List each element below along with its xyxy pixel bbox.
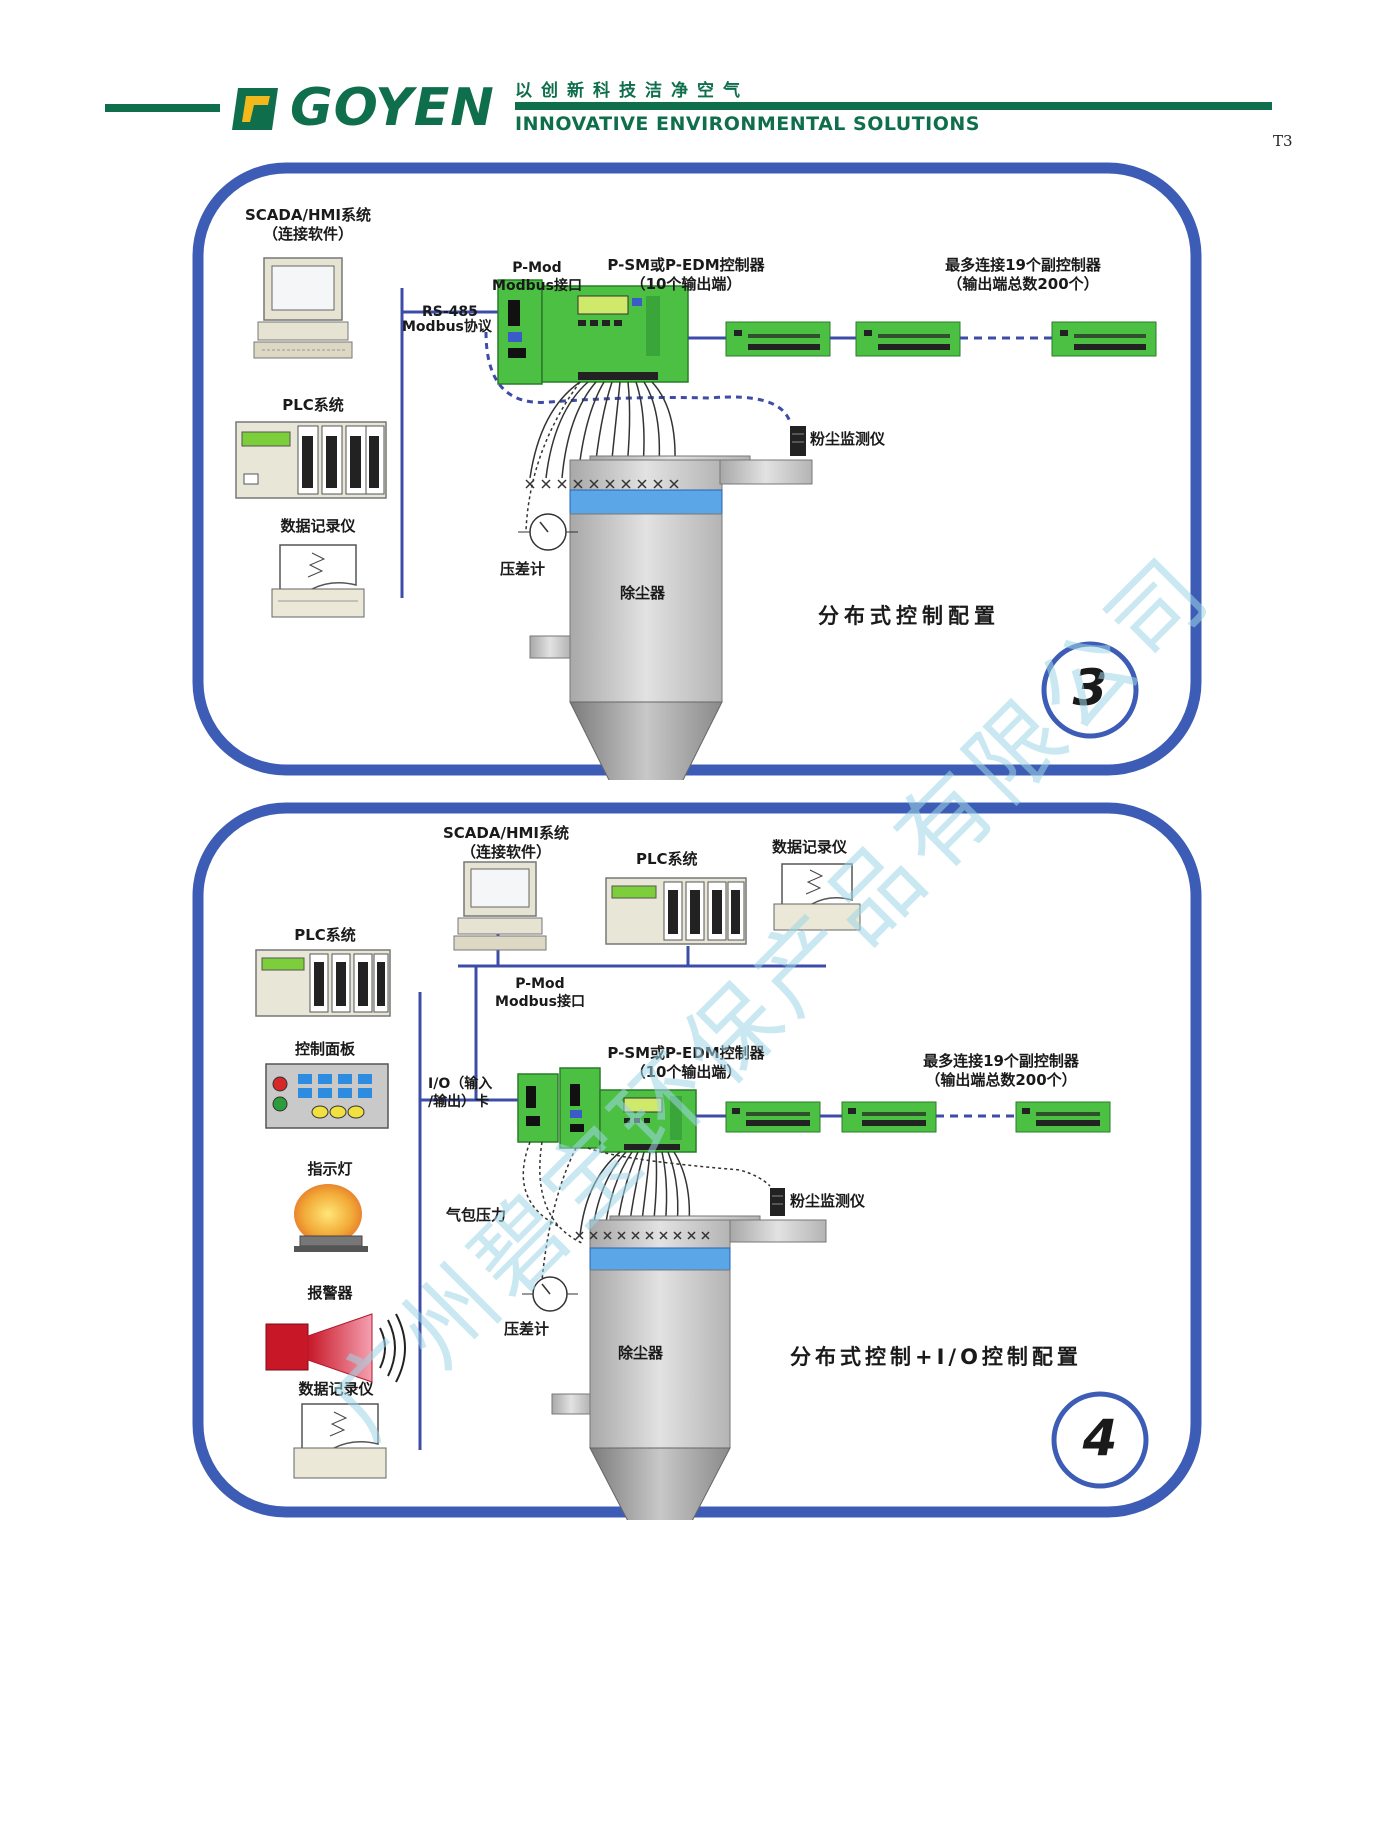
dp-gauge-label: 压差计 bbox=[504, 1320, 550, 1338]
dp-gauge-icon bbox=[522, 1276, 578, 1312]
recorder-top-label: 数据记录仪 bbox=[772, 838, 848, 856]
header-rule-left bbox=[105, 104, 220, 112]
slave-controller-icon bbox=[855, 321, 961, 357]
dust-monitor-icon bbox=[770, 1188, 785, 1216]
data-recorder-icon bbox=[271, 544, 365, 618]
diagram-4-badge bbox=[1051, 1391, 1149, 1489]
plc-top-label: PLC系统 bbox=[636, 850, 698, 868]
page-code: T3 bbox=[1273, 132, 1293, 150]
brand-name: GOYEN bbox=[290, 78, 495, 138]
dust-collector-icon bbox=[525, 455, 813, 780]
plc-left-label: PLC系统 bbox=[294, 926, 356, 944]
computer-icon bbox=[453, 861, 547, 951]
dust-monitor-label: 粉尘监测仪 bbox=[790, 1192, 866, 1210]
diagram-4-title: 分布式控制+I/O控制配置 bbox=[790, 1345, 1082, 1369]
indicator-label: 指示灯 bbox=[307, 1160, 353, 1178]
diagram-3-title: 分布式控制配置 bbox=[818, 604, 1000, 628]
slave-controller-icon bbox=[1015, 1101, 1111, 1133]
dp-gauge-label: 压差计 bbox=[500, 560, 546, 578]
computer-icon bbox=[253, 257, 353, 359]
recorder-label: 数据记录仪 bbox=[280, 517, 356, 535]
plc-rack-icon bbox=[255, 949, 391, 1017]
diagram-3-badge bbox=[1041, 641, 1139, 739]
p-mod-interface-icon bbox=[497, 279, 543, 385]
dust-monitor-icon bbox=[790, 426, 806, 456]
diagram-4-number: 4 bbox=[1082, 1409, 1118, 1467]
slave-controller-icon bbox=[841, 1101, 937, 1133]
scada-label: SCADA/HMI系统（连接软件） bbox=[442, 824, 570, 861]
slave-controllers-label: 最多连接19个副控制器（输出端总数200个） bbox=[923, 1052, 1079, 1089]
header-rule-right bbox=[515, 102, 1272, 110]
alarm-horn-icon bbox=[265, 1313, 406, 1383]
collector-label: 除尘器 bbox=[620, 584, 666, 602]
slogan-english: INNOVATIVE ENVIRONMENTAL SOLUTIONS bbox=[515, 113, 980, 135]
controller-label: P-SM或P-EDM控制器（10个输出端） bbox=[607, 1044, 765, 1081]
control-panel-label: 控制面板 bbox=[294, 1040, 355, 1058]
collector-label: 除尘器 bbox=[618, 1344, 664, 1362]
goyen-logo-mark bbox=[232, 88, 278, 130]
plc-rack-icon bbox=[605, 877, 747, 945]
main-controller-icon bbox=[541, 285, 689, 383]
diagram-4: SCADA/HMI系统（连接软件） PLC系统 数据记录仪 PLC系统 控制面板… bbox=[190, 800, 1205, 1520]
slogan-chinese: 以创新科技洁净空气 bbox=[515, 81, 749, 101]
indicator-lamp-icon bbox=[294, 1184, 368, 1252]
p-mod-interface-icon bbox=[559, 1067, 601, 1149]
io-card-label: I/O（输入/输出）卡 bbox=[428, 1076, 493, 1110]
scada-label: SCADA/HMI系统（连接软件） bbox=[244, 206, 372, 243]
controller-label: P-SM或P-EDM控制器（10个输出端） bbox=[607, 256, 765, 293]
slave-controller-icon bbox=[1051, 321, 1157, 357]
plc-label: PLC系统 bbox=[282, 396, 344, 414]
plc-rack-icon bbox=[235, 421, 387, 499]
data-recorder-icon bbox=[773, 863, 861, 931]
slave-controller-icon bbox=[725, 1101, 821, 1133]
control-panel-icon bbox=[265, 1063, 389, 1129]
recorder-left-label: 数据记录仪 bbox=[298, 1380, 374, 1398]
slave-controller-icon bbox=[725, 321, 831, 357]
diagram-3-number: 3 bbox=[1072, 659, 1108, 717]
slave-controllers-label: 最多连接19个副控制器（输出端总数200个） bbox=[945, 256, 1101, 293]
dust-monitor-label: 粉尘监测仪 bbox=[810, 430, 886, 448]
diagram-4-graphics bbox=[192, 802, 1202, 1520]
diagram-3-graphics bbox=[192, 162, 1202, 780]
header-pressure-label: 气包压力 bbox=[446, 1206, 507, 1224]
data-recorder-icon bbox=[293, 1403, 387, 1479]
main-controller-icon bbox=[599, 1089, 697, 1153]
dp-gauge-icon bbox=[518, 513, 578, 551]
alarm-label: 报警器 bbox=[307, 1284, 353, 1302]
dust-collector-icon bbox=[551, 1215, 827, 1520]
io-card-icon bbox=[517, 1073, 559, 1143]
